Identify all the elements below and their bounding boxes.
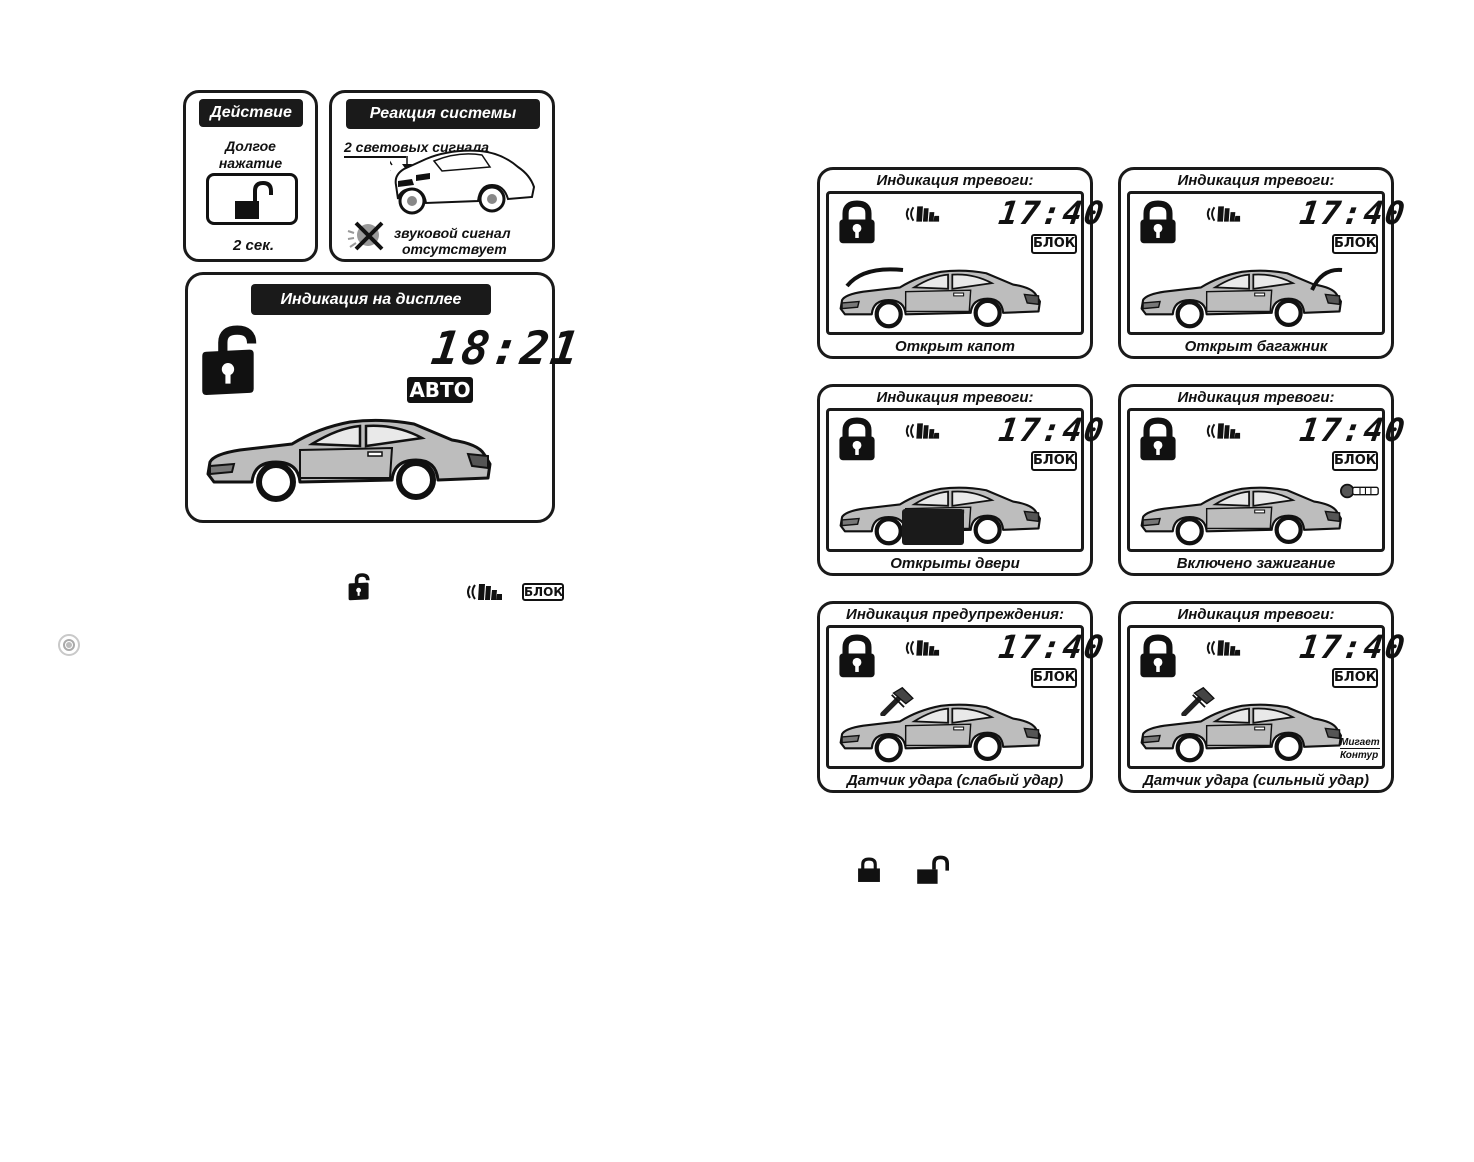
ignition-key-icon — [1340, 481, 1380, 501]
panel-time: 17:40 — [1297, 194, 1409, 232]
padlock-closed-icon — [835, 200, 879, 246]
no-siren-icon — [347, 221, 384, 251]
action-box: Действие Долгое нажатие 2 сек. — [183, 90, 318, 262]
block-badge: БЛОК — [1332, 451, 1378, 471]
panel-caption: Открыт капот — [895, 338, 1015, 355]
block-badge: БЛОК — [1031, 234, 1077, 254]
block-badge: БЛОК — [522, 583, 564, 601]
sound-signal-line1: звуковой сигнал — [394, 225, 511, 241]
open-hood-mark — [845, 267, 904, 288]
sensor-wave-icon — [464, 582, 504, 602]
sound-signal-line2: отсутствует — [402, 241, 507, 257]
action-line2: нажатие — [218, 155, 283, 171]
blink-note-line2: Контур — [1340, 750, 1379, 761]
hammer-icon — [1180, 686, 1216, 716]
sensor-wave-icon — [903, 204, 941, 224]
display-title: Индикация на дисплее — [251, 284, 491, 315]
panel-time: 17:40 — [996, 194, 1108, 232]
panel-time: 17:40 — [1297, 628, 1409, 666]
action-title: Действие — [199, 99, 303, 127]
hammer-icon — [879, 686, 915, 716]
panel-title: Индикация тревоги: — [1177, 606, 1335, 623]
padlock-open-icon — [917, 855, 949, 884]
car-icon — [1136, 483, 1348, 547]
car-icon — [390, 149, 536, 215]
padlock-closed-icon — [1136, 634, 1180, 680]
car-icon — [835, 700, 1047, 764]
action-duration: 2 сек. — [233, 237, 274, 254]
panel-title: Индикация тревоги: — [876, 389, 1034, 406]
sensor-wave-icon — [903, 421, 941, 441]
padlock-closed-icon — [1136, 417, 1180, 463]
sensor-wave-icon — [1204, 421, 1242, 441]
block-badge: БЛОК — [1332, 234, 1378, 254]
padlock-closed-icon — [858, 857, 880, 882]
unlock-button-icon — [206, 173, 298, 225]
reaction-title: Реакция системы — [346, 99, 540, 129]
car-icon — [1136, 700, 1348, 764]
padlock-closed-icon — [835, 634, 879, 680]
scan-marker-icon — [58, 634, 80, 656]
open-trunk-mark — [1310, 267, 1343, 291]
sensor-wave-icon — [903, 638, 941, 658]
block-badge: БЛОК — [1332, 668, 1378, 688]
panel-caption: Включено зажигание — [1176, 555, 1336, 572]
panel-time: 17:40 — [996, 628, 1108, 666]
light-signals-underline — [344, 156, 406, 158]
padlock-closed-icon — [835, 417, 879, 463]
blink-note-line1: Мигает — [1340, 737, 1380, 749]
panel-title: Индикация тревоги: — [876, 172, 1034, 189]
auto-mode-badge: АВТО — [407, 377, 473, 403]
panel-time: 17:40 — [1297, 411, 1409, 449]
panel-title: Индикация тревоги: — [1177, 389, 1335, 406]
action-line1: Долгое — [225, 138, 276, 154]
panel-time: 17:40 — [996, 411, 1108, 449]
panel-caption: Датчик удара (сильный удар) — [1143, 772, 1369, 789]
reaction-box: Реакция системы 2 световых сигнала звуко… — [329, 90, 555, 262]
block-badge: БЛОК — [1031, 668, 1077, 688]
panel-title: Индикация тревоги: — [1177, 172, 1335, 189]
sensor-wave-icon — [1204, 638, 1242, 658]
car-icon — [200, 413, 500, 505]
padlock-open-small-icon — [347, 573, 371, 601]
block-badge: БЛОК — [1031, 451, 1077, 471]
panel-caption: Датчик удара (слабый удар) — [846, 772, 1064, 789]
panel-title: Индикация предупреждения: — [846, 606, 1064, 623]
panel-caption: Открыты двери — [890, 555, 1020, 572]
padlock-open-icon — [198, 325, 260, 397]
display-time: 18:21 — [428, 321, 585, 375]
display-box: Индикация на дисплее 18:21 АВТО — [185, 272, 584, 523]
open-door-mark — [902, 509, 964, 545]
panel-caption: Открыт багажник — [1184, 338, 1328, 355]
sensor-wave-icon — [1204, 204, 1242, 224]
padlock-closed-icon — [1136, 200, 1180, 246]
